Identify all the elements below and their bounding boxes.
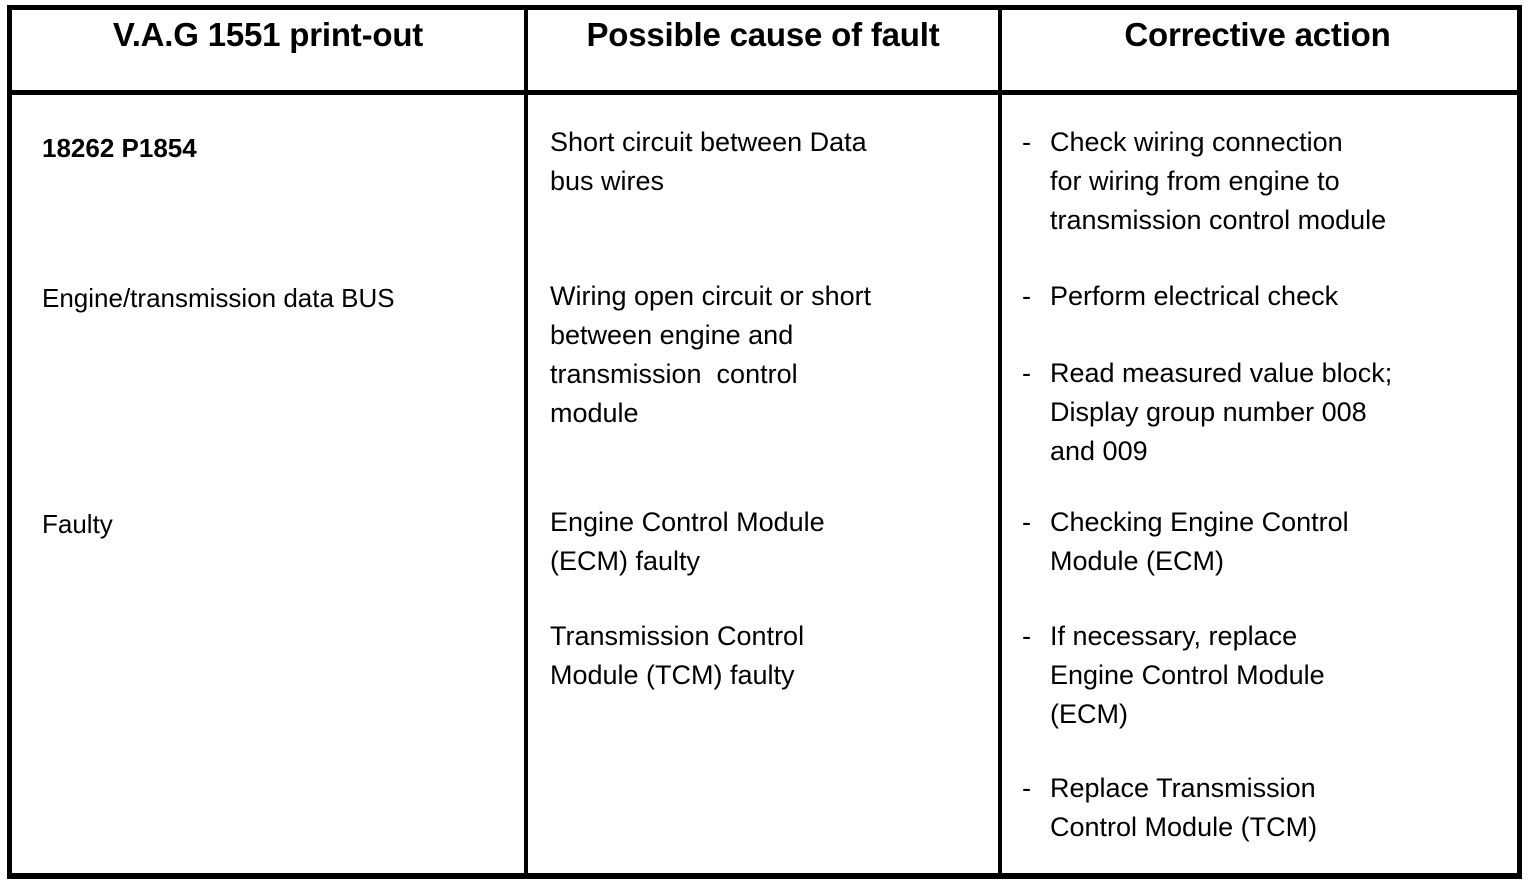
- column-header-printout: V.A.G 1551 print-out: [12, 10, 528, 90]
- cause-line: module: [550, 398, 639, 428]
- bullet-dash-icon: -: [1022, 281, 1031, 311]
- cell-printout-column: 18262 P1854 Engine/transmission data BUS…: [12, 95, 528, 878]
- action-line: Perform electrical check: [1050, 281, 1339, 311]
- cause-line: Engine Control Module: [550, 507, 825, 537]
- action-line: Replace Transmission: [1050, 773, 1316, 803]
- action-line: Module (ECM): [1050, 546, 1225, 576]
- bullet-dash-icon: -: [1022, 358, 1031, 388]
- list-item: Transmission Control Module (TCM) faulty: [528, 617, 998, 695]
- column-header-cause: Possible cause of fault: [528, 10, 1002, 90]
- fault-table: V.A.G 1551 print-out Possible cause of f…: [7, 5, 1522, 879]
- action-line: for wiring from engine to: [1050, 166, 1340, 196]
- action-line: Display group number 008: [1050, 397, 1367, 427]
- table-row: 18262 P1854: [12, 129, 524, 167]
- bullet-dash-icon: -: [1022, 773, 1031, 803]
- cause-line: bus wires: [550, 166, 665, 196]
- list-item: - Checking Engine Control Module (ECM): [1002, 503, 1513, 581]
- action-bullet: - Replace Transmission Control Module (T…: [1022, 769, 1513, 847]
- action-line: transmission control module: [1050, 205, 1387, 235]
- action-bullet: - If necessary, replace Engine Control M…: [1022, 617, 1513, 734]
- list-item: Engine Control Module (ECM) faulty: [528, 503, 998, 581]
- action-bullet: - Read measured value block; Display gro…: [1022, 354, 1513, 471]
- list-item: Short circuit between Data bus wires: [528, 123, 998, 201]
- list-item: - Check wiring connection for wiring fro…: [1002, 123, 1513, 240]
- table-body: 18262 P1854 Engine/transmission data BUS…: [12, 95, 1517, 878]
- action-line: (ECM): [1050, 699, 1128, 729]
- table-row: Engine/transmission data BUS: [12, 279, 524, 317]
- cause-line: between engine and: [550, 320, 794, 350]
- cause-line: Short circuit between Data: [550, 127, 867, 157]
- action-bullet: - Perform electrical check: [1022, 277, 1513, 316]
- list-item: - If necessary, replace Engine Control M…: [1002, 617, 1513, 734]
- list-item: - Replace Transmission Control Module (T…: [1002, 769, 1513, 847]
- column-header-cause-label: Possible cause of fault: [586, 16, 940, 53]
- action-line: Checking Engine Control: [1050, 507, 1349, 537]
- cell-cause-column: Short circuit between Data bus wires Wir…: [528, 95, 1002, 878]
- cause-line: Module (TCM) faulty: [550, 660, 795, 690]
- action-line: Read measured value block;: [1050, 358, 1393, 388]
- column-header-action: Corrective action: [1002, 10, 1513, 90]
- column-header-printout-label: V.A.G 1551 print-out: [112, 16, 424, 53]
- list-item: Wiring open circuit or short between eng…: [528, 277, 998, 433]
- printout-code: 18262 P1854: [42, 133, 197, 163]
- cause-line: Transmission Control: [550, 621, 805, 651]
- printout-description: Engine/transmission data BUS: [42, 283, 395, 313]
- action-line: Check wiring connection: [1050, 127, 1343, 157]
- cell-action-column: - Check wiring connection for wiring fro…: [1002, 95, 1513, 878]
- table-row: Faulty: [12, 505, 524, 543]
- bullet-dash-icon: -: [1022, 621, 1031, 651]
- action-line: Control Module (TCM): [1050, 812, 1318, 842]
- action-line: and 009: [1050, 436, 1148, 466]
- list-item: - Perform electrical check: [1002, 277, 1513, 316]
- cause-line: transmission control: [550, 359, 798, 389]
- bullet-dash-icon: -: [1022, 127, 1031, 157]
- cause-line: Wiring open circuit or short: [550, 281, 872, 311]
- action-bullet: - Check wiring connection for wiring fro…: [1022, 123, 1513, 240]
- list-item: - Read measured value block; Display gro…: [1002, 354, 1513, 471]
- column-header-action-label: Corrective action: [1124, 16, 1391, 53]
- action-line: If necessary, replace: [1050, 621, 1298, 651]
- printout-status: Faulty: [42, 509, 113, 539]
- action-bullet: - Checking Engine Control Module (ECM): [1022, 503, 1513, 581]
- bullet-dash-icon: -: [1022, 507, 1031, 537]
- action-line: Engine Control Module: [1050, 660, 1325, 690]
- cause-line: (ECM) faulty: [550, 546, 701, 576]
- table-header-row: V.A.G 1551 print-out Possible cause of f…: [12, 10, 1517, 95]
